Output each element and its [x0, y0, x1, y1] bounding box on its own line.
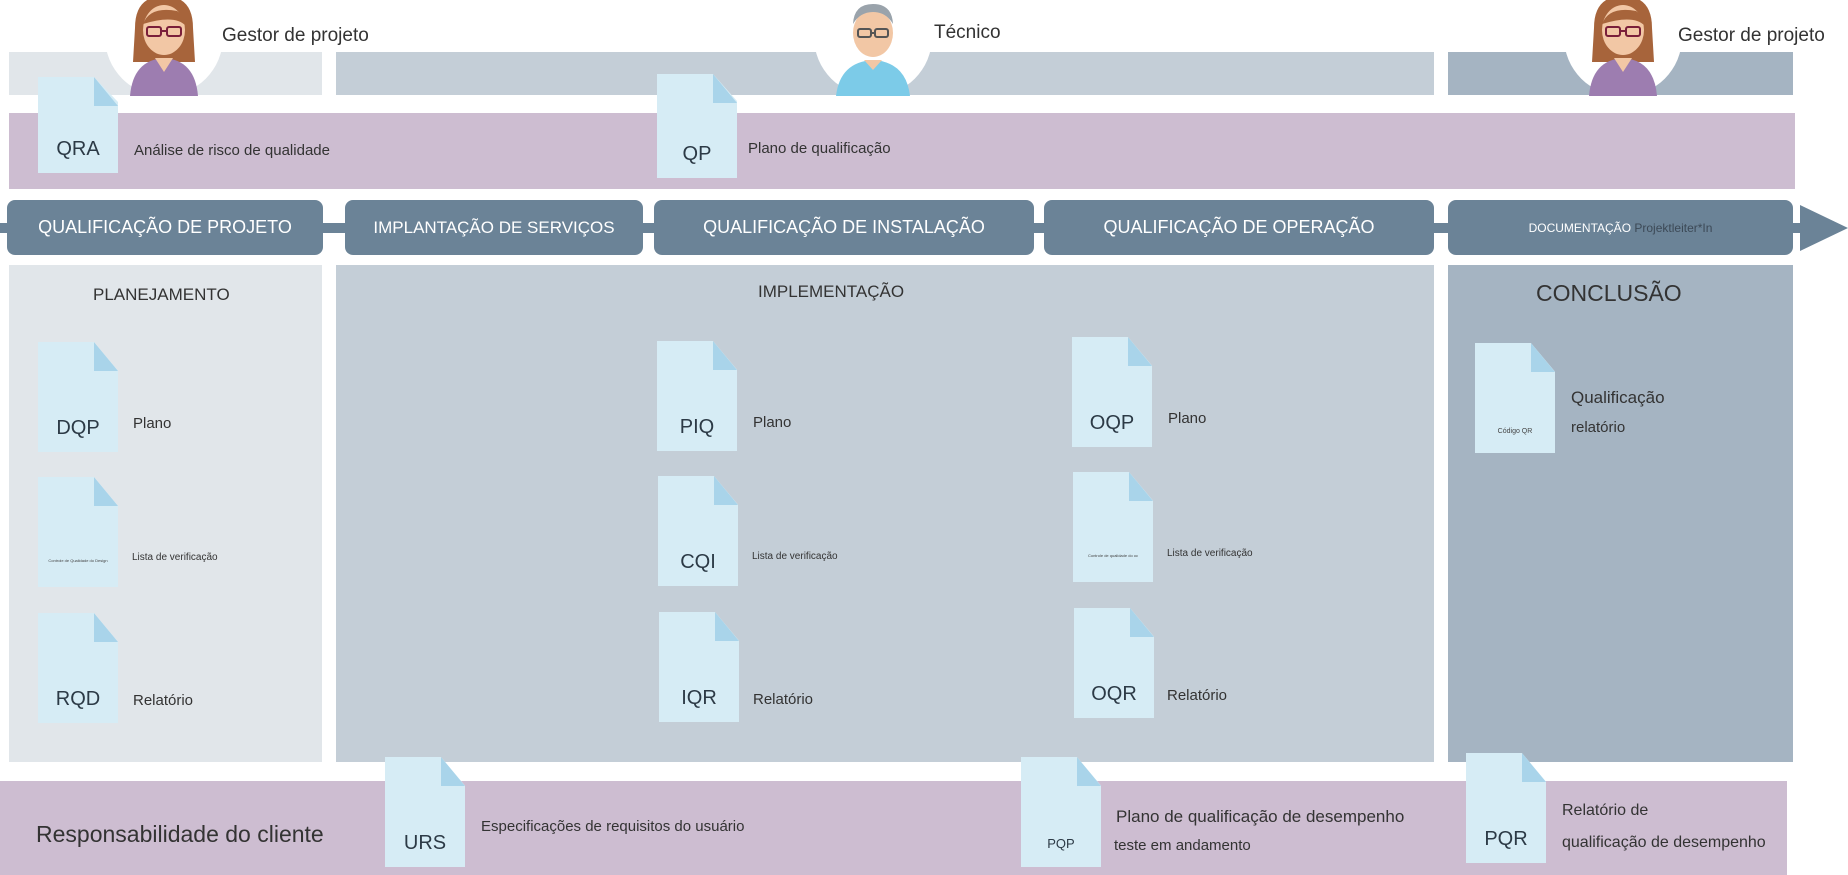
woman-avatar-icon [130, 0, 198, 96]
avatar-right [1564, 0, 1682, 96]
document-icon-urs: URS [385, 757, 465, 867]
section-implementation [336, 265, 1434, 762]
qualification-report-label-1: Qualificação [1571, 388, 1665, 407]
planning-title: PLANEJAMENTO [93, 285, 230, 304]
urs-label: Especificações de requisitos do usuário [481, 818, 745, 835]
document-icon-pqp: PQP [1021, 757, 1101, 867]
oqp-label: Plano [1168, 410, 1207, 427]
phase-documentation-sub: Projektleiter*In [1634, 220, 1713, 235]
rqd-label: Relatório [133, 692, 194, 709]
document-icon-oqp: OQP [1072, 337, 1152, 447]
document-icon-dqp: DQP [38, 342, 118, 452]
man-avatar-icon [836, 4, 910, 96]
document-icon-qra: QRA [38, 77, 118, 173]
pqp-label-2: teste em andamento [1114, 837, 1251, 854]
document-icon-piq: PIQ [657, 341, 737, 451]
top-band [9, 113, 1795, 189]
document-icon-iqr: IQR [659, 612, 739, 722]
document-icon-qr: Código QR [1475, 343, 1555, 453]
qualification-report-label-2: relatório [1571, 419, 1626, 436]
process-arrow-head [1800, 205, 1848, 251]
document-icon-design-qc: Controle de Qualidade do Design [38, 477, 118, 587]
pqr-label-2: qualificação de desempenho [1562, 834, 1766, 851]
document-icon-cqi: CQI [658, 476, 738, 586]
document-icon-pqr: PQR [1466, 753, 1546, 863]
phase-service-deployment: IMPLANTAÇÃO DE SERVIÇOS [345, 200, 643, 255]
oqr-label: Relatório [1167, 687, 1228, 704]
customer-responsibility-title: Responsabilidade do cliente [36, 821, 324, 847]
phase-documentation: DOCUMENTAÇÃO Projektleiter*In [1448, 200, 1793, 255]
woman-avatar-icon [1589, 0, 1657, 96]
avatar-left [105, 0, 223, 96]
role-left-label: Gestor de projeto [222, 25, 369, 46]
document-icon-oqr: OQR [1074, 608, 1154, 718]
qra-label: Análise de risco de qualidade [134, 142, 330, 159]
phase-design-qualification: QUALIFICAÇÃO DE PROJETO [7, 200, 323, 255]
avatar-center [814, 0, 932, 96]
pqr-label-1: Relatório de [1562, 802, 1649, 819]
role-right-label: Gestor de projeto [1678, 25, 1825, 46]
document-icon-oq-qc: Controle de qualidade do oc [1073, 472, 1153, 582]
piq-label: Plano [753, 414, 792, 431]
section-conclusion [1448, 265, 1793, 762]
document-icon-qp: QP [657, 74, 737, 178]
iqr-label: Relatório [753, 691, 814, 708]
phase-documentation-label: DOCUMENTAÇÃO [1528, 220, 1632, 235]
cqi-label: Lista de verificação [752, 551, 838, 562]
oq-qc-label: Lista de verificação [1167, 548, 1253, 559]
conclusion-title: CONCLUSÃO [1536, 280, 1682, 306]
qp-label: Plano de qualificação [748, 140, 891, 157]
role-center-label: Técnico [934, 22, 1001, 43]
document-icon-rqd: RQD [38, 613, 118, 723]
phase-operation-qualification: QUALIFICAÇÃO DE OPERAÇÃO [1044, 200, 1434, 255]
implementation-title: IMPLEMENTAÇÃO [758, 282, 905, 301]
phase-installation-qualification: QUALIFICAÇÃO DE INSTALAÇÃO [654, 200, 1034, 255]
pqp-label-1: Plano de qualificação de desempenho [1116, 807, 1405, 826]
design-qc-label: Lista de verificação [132, 552, 218, 563]
dqp-label: Plano [133, 415, 172, 432]
